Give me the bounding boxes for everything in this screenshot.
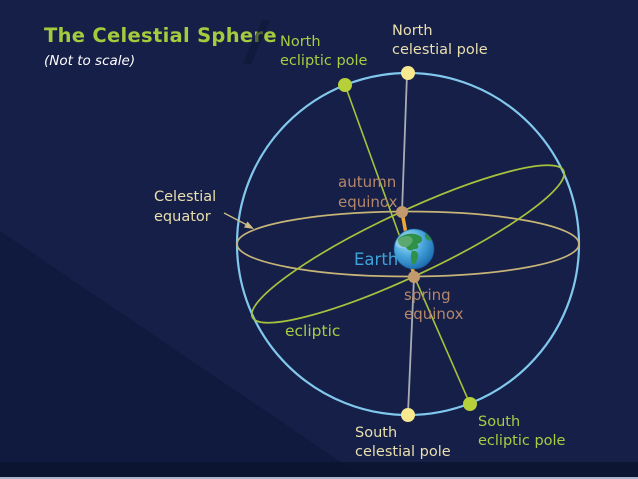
north-ecliptic-pole-label-line2: ecliptic pole	[280, 53, 368, 69]
celestial-equator-leader-arrowhead	[244, 221, 254, 229]
background-slash-shape	[243, 20, 270, 64]
north-celestial-pole-dot	[401, 66, 415, 80]
earth-continents	[397, 233, 433, 265]
earth-label: Earth	[354, 250, 398, 269]
spring-equinox-label-line1: spring	[404, 286, 451, 304]
north-ecliptic-pole-label-line1: North	[280, 34, 321, 50]
ecliptic-ellipse	[250, 164, 566, 324]
spring-equinox-dot	[408, 271, 420, 283]
south-celestial-pole-label-line2: celestial pole	[355, 444, 451, 460]
celestial-equator-label-line2: equator	[154, 209, 211, 225]
background-diagonal-band	[0, 231, 366, 479]
north-ecliptic-pole-dot	[338, 78, 352, 92]
celestial-equator-leader-line	[223, 212, 250, 227]
autumn-equinox-label-line2: equinox	[338, 193, 398, 211]
north-celestial-pole-label-line1: North	[392, 23, 433, 39]
earth-outline	[393, 228, 435, 270]
spring-equinox-label-line2: equinox	[404, 305, 464, 323]
south-celestial-pole-label-line1: South	[355, 425, 397, 441]
celestial-equator-label-line1: Celestial	[154, 189, 216, 205]
earth-globe	[393, 228, 435, 270]
autumn-equinox-dot	[396, 206, 408, 218]
page-subtitle: (Not to scale)	[44, 53, 136, 69]
south-ecliptic-pole-dot	[463, 397, 477, 411]
page-title: The Celestial Sphere	[44, 24, 277, 47]
north-celestial-pole-label-line2: celestial pole	[392, 42, 488, 58]
autumn-equinox-label-line1: autumn	[338, 173, 396, 191]
footer-band	[0, 462, 638, 479]
south-ecliptic-pole-label-line2: ecliptic pole	[478, 433, 566, 449]
south-celestial-pole-dot	[401, 408, 415, 422]
celestial-equator-ellipse	[236, 210, 580, 278]
south-ecliptic-pole-label-line1: South	[478, 414, 520, 430]
earth-highlight	[395, 235, 413, 249]
ecliptic-label: ecliptic	[285, 322, 340, 340]
footer-edge-line	[0, 477, 638, 479]
